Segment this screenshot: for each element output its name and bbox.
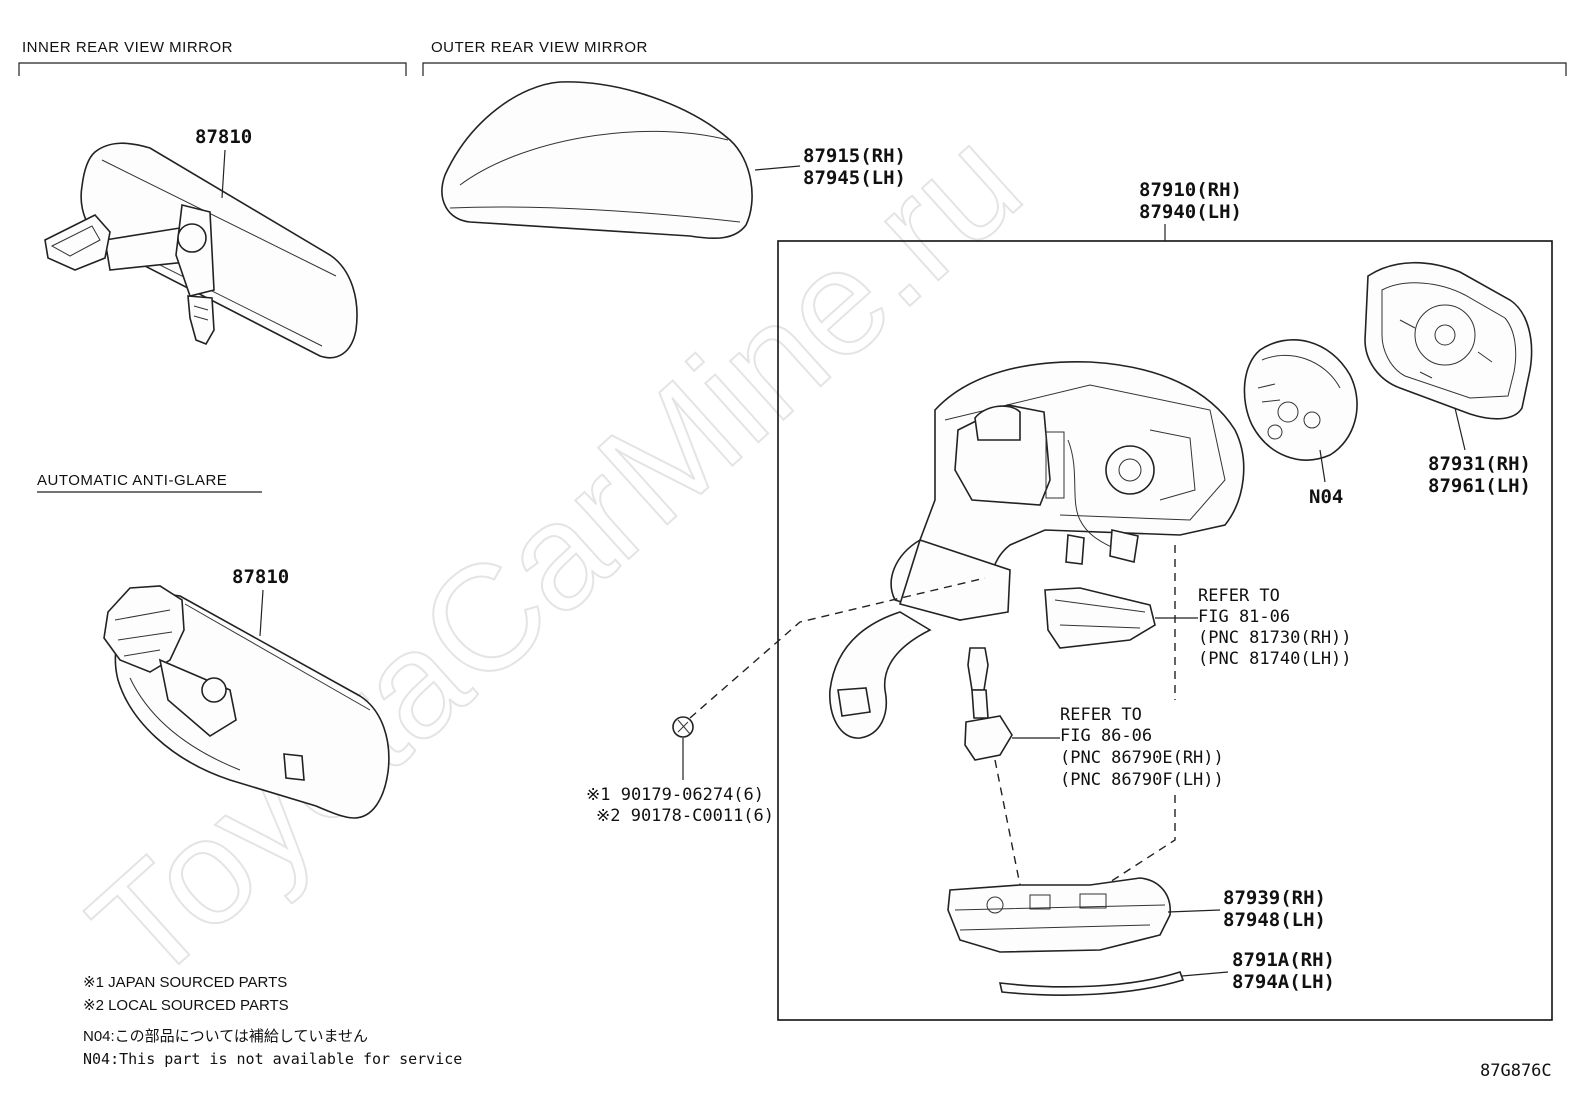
note-japan-sourced: ※1 JAPAN SOURCED PARTS bbox=[83, 974, 287, 991]
callout-lamp-lh: 87948(LH) bbox=[1223, 909, 1326, 931]
callout-garnish-rh: 8791A(RH) bbox=[1232, 949, 1335, 971]
inner-mirror-header: INNER REAR VIEW MIRROR bbox=[22, 39, 233, 56]
callout-glass-rh: 87931(RH) bbox=[1428, 453, 1531, 475]
leader-inner-mirror bbox=[221, 149, 226, 199]
callout-inner-mirror: 87810 bbox=[195, 126, 252, 148]
callout-clip-2: ※2 90178-C0011(6) bbox=[596, 806, 774, 826]
note-n04-japanese: N04:この部品については補給していません bbox=[83, 1028, 368, 1045]
lamp-housing-drawing bbox=[947, 877, 1171, 953]
figure-id: 87G876C bbox=[1480, 1061, 1552, 1081]
refer-1-line1: REFER TO bbox=[1198, 586, 1280, 606]
side-turn-lamp-drawing bbox=[1044, 587, 1156, 649]
auto-mirror-drawing bbox=[103, 585, 390, 819]
callout-garnish-lh: 8794A(LH) bbox=[1232, 971, 1335, 993]
mirror-housing-drawing bbox=[829, 360, 1245, 739]
callout-assy-lh: 87940(LH) bbox=[1139, 201, 1242, 223]
leader-motor bbox=[1319, 449, 1326, 483]
inner-mirror-drawing bbox=[44, 142, 358, 359]
refer-2-line3: (PNC 86790E(RH)) bbox=[1060, 748, 1224, 768]
auto-anti-glare-header: AUTOMATIC ANTI-GLARE bbox=[37, 472, 227, 489]
note-n04-english: N04:This part is not available for servi… bbox=[83, 1050, 462, 1068]
outer-section-bracket bbox=[422, 62, 1567, 76]
leader-cover bbox=[754, 165, 801, 171]
callout-assy-rh: 87910(RH) bbox=[1139, 179, 1242, 201]
inner-section-bracket bbox=[18, 62, 407, 76]
assembly-dashed-lines bbox=[689, 545, 1176, 886]
leader-glass bbox=[1454, 407, 1466, 451]
refer-1-line3: (PNC 81730(RH)) bbox=[1198, 628, 1352, 648]
refer-2-line2: FIG 86-06 bbox=[1060, 726, 1152, 746]
callout-cover-rh: 87915(RH) bbox=[803, 145, 906, 167]
callout-auto-mirror: 87810 bbox=[232, 566, 289, 588]
refer-2-line4: (PNC 86790F(LH)) bbox=[1060, 770, 1224, 790]
refer-2-line1: REFER TO bbox=[1060, 705, 1142, 725]
leader-garnish bbox=[1181, 971, 1229, 977]
mirror-motor-drawing bbox=[1243, 339, 1358, 461]
callout-motor: N04 bbox=[1309, 486, 1343, 508]
mirror-cover-drawing bbox=[441, 81, 753, 240]
callout-clip-1: ※1 90179-06274(6) bbox=[586, 785, 764, 805]
refer-1-line4: (PNC 81740(LH)) bbox=[1198, 649, 1352, 669]
note-local-sourced: ※2 LOCAL SOURCED PARTS bbox=[83, 997, 289, 1014]
leader-lamp bbox=[1167, 909, 1221, 913]
leader-auto-mirror bbox=[259, 589, 264, 637]
garnish-strip-drawing bbox=[998, 971, 1185, 996]
clip-drawing bbox=[672, 716, 694, 738]
callout-cover-lh: 87945(LH) bbox=[803, 167, 906, 189]
callout-glass-lh: 87961(LH) bbox=[1428, 475, 1531, 497]
callout-lamp-rh: 87939(RH) bbox=[1223, 887, 1326, 909]
mirror-glass-drawing bbox=[1364, 261, 1533, 420]
refer-1-line2: FIG 81-06 bbox=[1198, 607, 1290, 627]
bulb-socket-drawing bbox=[964, 647, 1013, 761]
outer-mirror-header: OUTER REAR VIEW MIRROR bbox=[431, 39, 648, 56]
